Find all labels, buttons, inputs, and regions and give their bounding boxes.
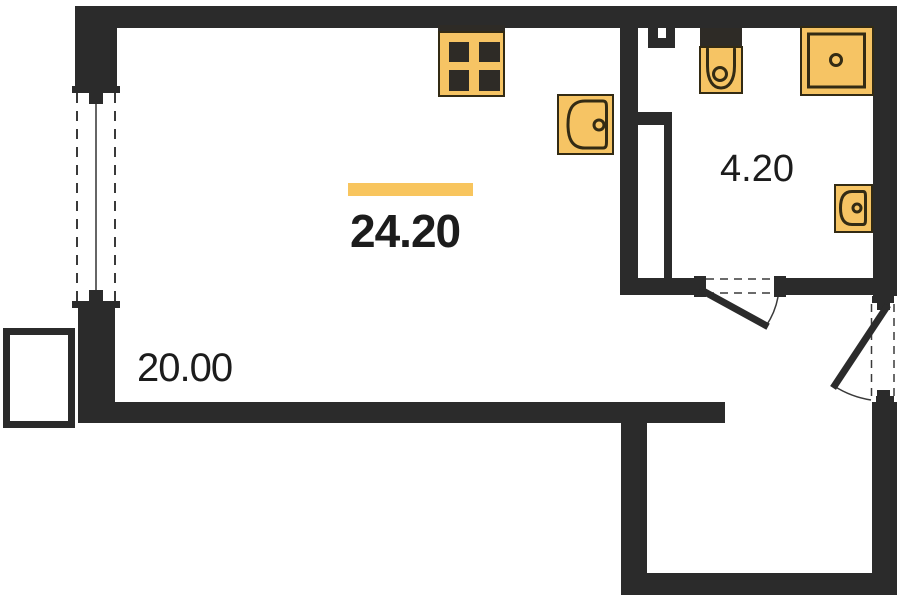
wall-right-upper xyxy=(873,6,897,296)
washbasin-icon xyxy=(834,184,873,233)
wall-left-lower xyxy=(78,306,115,423)
walls xyxy=(72,6,897,595)
wall-partition-bathroom xyxy=(620,28,638,278)
entry-door xyxy=(830,296,895,403)
wall-entry-bottom xyxy=(621,573,897,595)
wall-right-lower xyxy=(872,402,897,595)
stove-icon xyxy=(438,25,505,97)
main-room-area-label: 24.20 xyxy=(350,205,460,257)
balcony-outline xyxy=(3,328,75,428)
wall-bathroom-bottom-left xyxy=(620,278,694,295)
kitchen-sink-icon xyxy=(557,94,614,155)
wall-bathroom-bottom-right xyxy=(786,278,897,295)
wall-left-upper xyxy=(75,6,117,86)
window-sill-top xyxy=(72,86,120,93)
shower-icon xyxy=(800,26,874,96)
window-frame-top xyxy=(89,93,103,104)
vent-duct-icon xyxy=(648,28,675,48)
entry-door-leaf xyxy=(830,303,891,390)
bathroom-area-label: 4.20 xyxy=(720,148,794,190)
toilet-icon xyxy=(699,28,743,94)
wall-entry-left xyxy=(621,423,647,595)
bathroom-door xyxy=(694,276,786,330)
window-sill-bottom xyxy=(72,301,120,308)
window-frame-bottom xyxy=(89,290,103,301)
duct-shaft-top xyxy=(638,112,672,125)
main-room-width-label: 20.00 xyxy=(137,346,232,390)
wall-bottom-main xyxy=(115,402,725,423)
wall-top xyxy=(75,6,897,28)
bathroom-door-leaf xyxy=(698,286,770,330)
duct-shaft-right xyxy=(664,125,672,278)
window-icon xyxy=(76,93,116,301)
area-accent-bar xyxy=(348,183,473,196)
